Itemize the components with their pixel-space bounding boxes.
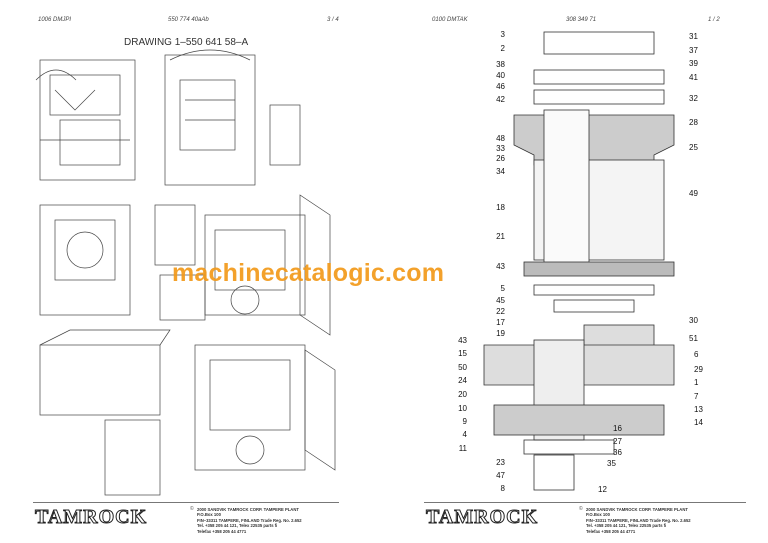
callout-number: 5 xyxy=(500,284,505,293)
header-page-number: 3 / 4 xyxy=(327,17,339,23)
callout-number: 25 xyxy=(689,143,698,152)
callout-number: 13 xyxy=(694,405,703,414)
callout-number: 35 xyxy=(607,459,616,468)
callout-number: 2 xyxy=(500,44,505,53)
callout-number: 34 xyxy=(496,167,505,176)
callout-number: 26 xyxy=(496,154,505,163)
address-line: Telefax +358 205 44 4771 xyxy=(586,528,636,534)
copyright-symbol: © xyxy=(190,506,194,512)
callout-number: 43 xyxy=(496,262,505,271)
callout-number: 9 xyxy=(462,417,467,426)
callout-number: 12 xyxy=(598,485,607,494)
header-doc-number: 308 349 71 xyxy=(566,17,597,23)
footer-divider xyxy=(424,502,746,503)
callout-number: 16 xyxy=(613,424,622,433)
engine-assembly-drawing xyxy=(35,49,336,496)
callout-number: 41 xyxy=(689,73,698,82)
callout-number: 49 xyxy=(689,189,698,198)
callout-number: 42 xyxy=(496,95,505,104)
callout-number: 24 xyxy=(458,376,467,385)
address-line: P.O.Box 100 xyxy=(197,512,221,518)
callout-number: 47 xyxy=(496,471,505,480)
address-line: 2000 SANDVIK TAMROCK CORP. TAMPERE PLANT xyxy=(197,507,299,512)
tamrock-logo: TAMROCK xyxy=(425,506,539,529)
callout-number: 4 xyxy=(462,430,467,439)
callout-number: 19 xyxy=(496,329,505,338)
address-line: FIN–33311 TAMPERE, FINLAND Trade Reg. No… xyxy=(197,517,302,523)
callout-number: 46 xyxy=(496,82,505,91)
address-line: Tel. +358 205 44 121, Telex 22535 parts … xyxy=(197,523,278,529)
callout-number: 6 xyxy=(694,350,699,359)
callout-number: 1 xyxy=(694,378,699,387)
footer-divider xyxy=(33,502,339,503)
copyright-symbol: © xyxy=(579,506,583,512)
callout-number: 31 xyxy=(689,32,698,41)
callout-number: 20 xyxy=(458,390,467,399)
callout-number: 23 xyxy=(496,458,505,467)
address-line: 2000 SANDVIK TAMROCK CORP. TAMPERE PLANT xyxy=(586,507,688,512)
callout-number: 51 xyxy=(689,334,698,343)
header-doc-number: 550 774 40aAb xyxy=(168,17,209,23)
callout-number: 21 xyxy=(496,232,505,241)
callout-number: 3 xyxy=(500,30,505,39)
footer-address: 2000 SANDVIK TAMROCK CORP. TAMPERE PLANT… xyxy=(586,507,691,534)
callout-number: 10 xyxy=(458,404,467,413)
gearbox-exploded-drawing xyxy=(483,31,675,491)
callout-number: 30 xyxy=(689,316,698,325)
callout-number: 50 xyxy=(458,363,467,372)
callout-number: 39 xyxy=(689,59,698,68)
address-line: Tel. +358 205 44 121, Telex 22535 parts … xyxy=(586,523,667,529)
callout-number: 11 xyxy=(458,444,467,453)
callout-number: 27 xyxy=(613,437,622,446)
callout-number: 8 xyxy=(500,484,505,493)
callout-number: 43 xyxy=(458,336,467,345)
header-page-number: 1 / 2 xyxy=(708,17,720,23)
callout-number: 15 xyxy=(458,349,467,358)
callout-number: 36 xyxy=(613,448,622,457)
address-line: P.O.Box 100 xyxy=(586,512,610,518)
callout-number: 17 xyxy=(496,318,505,327)
callout-number: 40 xyxy=(496,71,505,80)
callout-number: 48 xyxy=(496,134,505,143)
callout-number: 22 xyxy=(496,307,505,316)
header-code: 1006 DMJPI xyxy=(38,17,72,23)
left-page: 1006 DMJPI 550 774 40aAb 3 / 4 DRAWING 1… xyxy=(33,17,339,534)
callout-number: 14 xyxy=(694,418,703,427)
address-line: FIN–33311 TAMPERE, FINLAND Trade Reg. No… xyxy=(586,517,691,523)
callout-number: 37 xyxy=(689,46,698,55)
callout-number: 29 xyxy=(694,365,703,374)
callout-number: 18 xyxy=(496,203,505,212)
tamrock-logo: TAMROCK xyxy=(34,506,148,529)
callout-number: 7 xyxy=(694,392,699,401)
callout-number: 38 xyxy=(496,60,505,69)
footer-address: 2000 SANDVIK TAMROCK CORP. TAMPERE PLANT… xyxy=(197,507,302,534)
callout-number: 33 xyxy=(496,144,505,153)
drawing-title: DRAWING 1–550 641 58–A xyxy=(124,37,249,48)
callout-number: 28 xyxy=(689,118,698,127)
callout-number: 45 xyxy=(496,296,505,305)
watermark: machinecatalogic.com xyxy=(172,259,445,287)
callout-number: 32 xyxy=(689,94,698,103)
address-line: Telefax +358 205 44 4771 xyxy=(197,528,247,534)
header-code: 0100 DMTAK xyxy=(432,17,468,23)
